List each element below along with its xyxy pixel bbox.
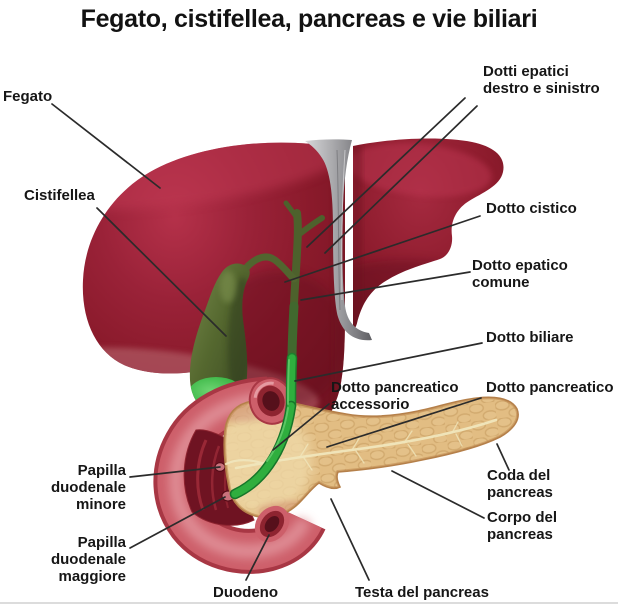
label-dotto-cistico: Dotto cistico <box>486 200 577 217</box>
label-cistifellea: Cistifellea <box>24 187 95 204</box>
duodenum-cut-end-lower <box>254 505 290 543</box>
bile-duct-shine <box>266 359 290 462</box>
image-bottom-edge <box>0 602 618 604</box>
bile-duct-upper <box>287 301 299 365</box>
gallbladder-neck-highlight <box>220 271 236 303</box>
cut-end-lumen <box>262 391 280 411</box>
leader-lines <box>51 97 510 581</box>
leader-testa <box>330 498 370 581</box>
leader-cistifellea <box>96 207 227 337</box>
label-dotto-pancreatico-accessorio: Dotto pancreatico accessorio <box>331 379 459 413</box>
leader-dotto-biliare <box>294 342 483 382</box>
label-testa-del-pancreas: Testa del pancreas <box>355 584 489 601</box>
liver-left-edge-shadow <box>353 146 362 331</box>
duodenum-fold <box>210 445 221 511</box>
label-papilla-duodenale-minore: Papilla duodenale minore <box>50 462 126 513</box>
label-dotti-epatici: Dotti epatici destro e sinistro <box>483 63 600 97</box>
label-papilla-duodenale-maggiore: Papilla duodenale maggiore <box>50 534 126 585</box>
bile-duct <box>231 402 295 498</box>
common-hepatic-duct <box>290 209 302 312</box>
leader-dotto-cistico <box>284 215 481 283</box>
label-coda-del-pancreas: Coda del pancreas <box>487 467 553 501</box>
liver-left-sheen <box>353 143 492 197</box>
liver-sheen <box>82 142 346 210</box>
label-corpo-del-pancreas: Corpo del pancreas <box>487 509 557 543</box>
label-dotto-biliare: Dotto biliare <box>486 329 574 346</box>
page-title: Fegato, cistifellea, pancreas e vie bili… <box>80 5 538 33</box>
duodenum-cut-end-upper <box>248 377 294 425</box>
leader-duodeno <box>245 534 270 581</box>
ligament-streak-light <box>341 149 346 301</box>
label-fegato: Fegato <box>3 88 53 105</box>
ligament-streak-dark <box>336 149 341 311</box>
label-dotto-epatico-comune: Dotto epatico comune <box>472 257 568 291</box>
leader-dotto-epatico-sinistro <box>324 105 478 254</box>
duct-branches <box>299 421 463 471</box>
leader-fegato <box>51 103 161 189</box>
leader-papilla-maggiore <box>129 496 226 549</box>
leader-dotto-epatico-comune <box>300 271 471 301</box>
leader-corpo <box>391 470 485 519</box>
leader-dotto-pancreatico <box>326 397 482 448</box>
common-bile-duct <box>229 352 298 500</box>
duodenum-fold <box>196 439 208 511</box>
cystic-duct <box>242 253 298 283</box>
bile-duct <box>287 354 296 410</box>
leader-dotto-epatico-destro <box>306 97 466 248</box>
accessory-pancreatic-duct <box>224 459 264 466</box>
label-dotto-pancreatico: Dotto pancreatico <box>486 379 614 396</box>
cut-end-highlight <box>253 381 274 398</box>
label-duodeno: Duodeno <box>213 584 278 601</box>
cut-end-lumen <box>264 516 280 532</box>
leader-dotto-pancreatico-accessorio <box>272 403 330 451</box>
leader-papilla-minore <box>129 466 221 478</box>
leader-coda <box>496 443 510 471</box>
